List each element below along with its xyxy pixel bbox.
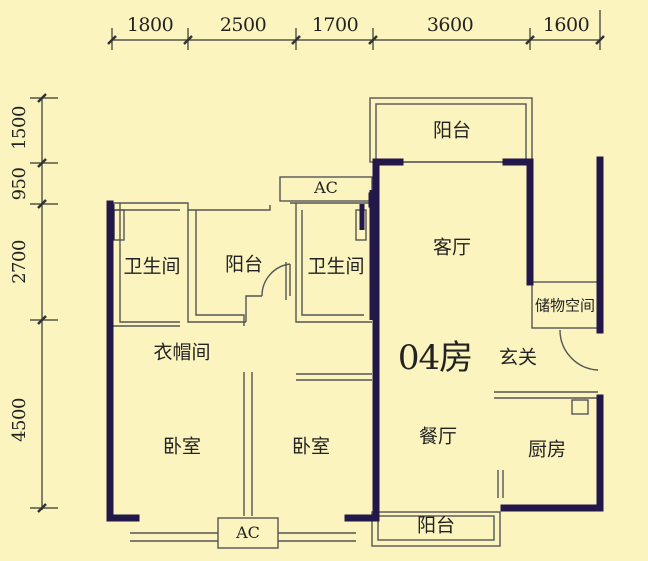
top-dimension-5: 1600 <box>542 14 590 36</box>
left-dimension-4: 4500 <box>9 398 30 442</box>
room-foyer: 玄关 <box>498 346 538 369</box>
top-dimension-line <box>107 10 605 50</box>
room-bedroom-right: 卧室 <box>291 435 331 458</box>
room-dining-room: 餐厅 <box>418 425 458 448</box>
ac-unit-top: AC <box>314 178 338 197</box>
room-cloakroom: 衣帽间 <box>153 341 211 364</box>
room-balcony-middle: 阳台 <box>224 253 264 276</box>
structural-walls <box>106 156 604 522</box>
room-balcony-top: 阳台 <box>432 119 472 142</box>
thin-walls <box>110 97 599 549</box>
top-dimension-4: 3600 <box>426 14 474 36</box>
left-dimension-3: 2700 <box>9 240 30 284</box>
room-balcony-bottom: 阳台 <box>416 514 456 537</box>
unit-label: 04房 <box>397 338 473 378</box>
top-dimension-2: 2500 <box>219 14 267 36</box>
left-dimension-line <box>30 93 58 513</box>
room-living-room: 客厅 <box>432 236 472 259</box>
room-bathroom-right: 卫生间 <box>307 255 365 278</box>
top-dimension-3: 1700 <box>311 14 359 36</box>
room-bedroom-left: 卧室 <box>162 435 202 458</box>
room-storage: 储物空间 <box>534 296 596 315</box>
ac-unit-bottom: AC <box>236 523 260 542</box>
wall-stubs <box>109 190 375 320</box>
room-kitchen: 厨房 <box>527 438 567 461</box>
top-dimension-1: 1800 <box>126 14 174 36</box>
left-dimension-2: 950 <box>9 167 30 201</box>
room-bathroom-left: 卫生间 <box>123 255 181 278</box>
left-dimension-1: 1500 <box>9 106 30 150</box>
